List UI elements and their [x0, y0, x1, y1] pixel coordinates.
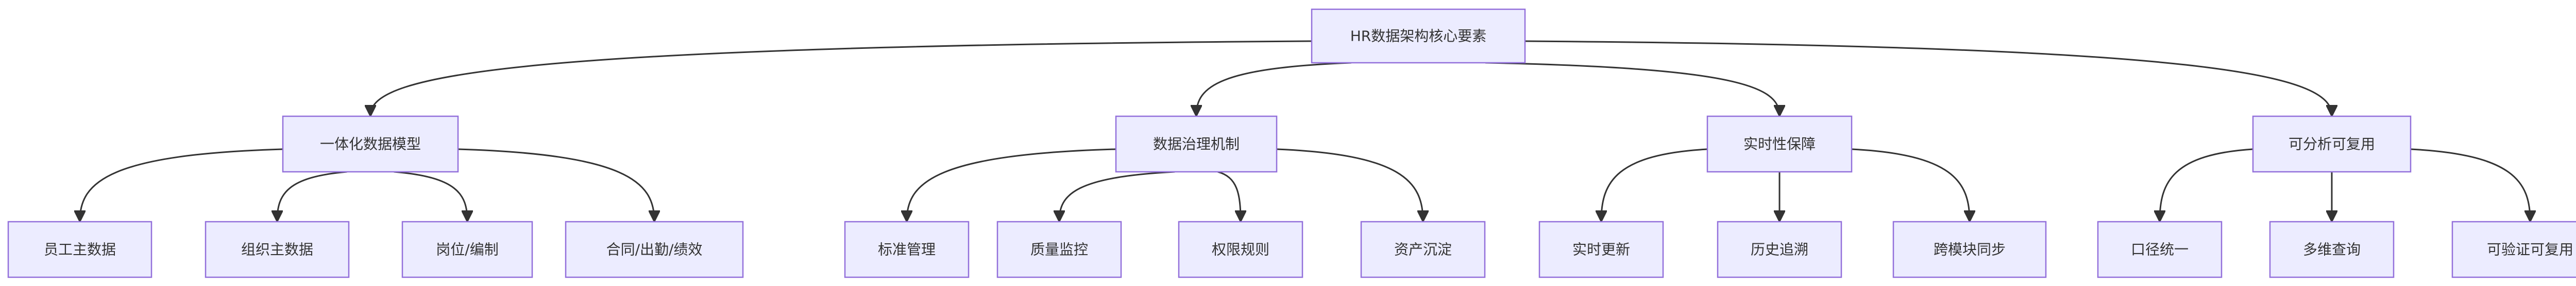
edges-layer — [80, 40, 2530, 221]
leaf-node-label: 合同/出勤/绩效 — [606, 241, 703, 258]
edge-b4-to-b4c1 — [2160, 148, 2253, 221]
leaf-node-label: 组织主数据 — [241, 241, 313, 258]
leaf-node-b3c1: 实时更新 — [1538, 221, 1664, 278]
leaf-node-b2c1: 标准管理 — [844, 221, 970, 278]
edge-b4-to-b4c3 — [2410, 148, 2530, 221]
leaf-node-b1c4: 合同/出勤/绩效 — [565, 221, 744, 278]
edge-b1-to-b1c3 — [394, 171, 467, 221]
leaf-node-b3c2: 历史追溯 — [1717, 221, 1842, 278]
branch-node-label: 可分析可复用 — [2289, 136, 2375, 153]
leaf-node-label: 标准管理 — [878, 241, 936, 258]
leaf-node-b1c1-box — [7, 221, 152, 278]
branch-node-b4: 可分析可复用 — [2252, 115, 2412, 173]
branch-node-label: 一体化数据模型 — [320, 136, 421, 153]
edge-b2-to-b2c3 — [1217, 171, 1241, 221]
edge-b3-to-b3c1 — [1601, 148, 1708, 221]
leaf-node-b2c3-box — [1178, 221, 1303, 278]
edge-b1-to-b1c4 — [457, 148, 654, 221]
edge-b2-to-b2c4 — [1276, 148, 1423, 221]
leaf-node-b4c2: 多维查询 — [2269, 221, 2395, 278]
leaf-node-label: 可验证可复用 — [2487, 241, 2573, 258]
edge-b2-to-b2c1 — [907, 148, 1116, 221]
branch-node-b4-box — [2252, 115, 2412, 173]
edge-root-to-b3 — [1485, 62, 1780, 115]
leaf-node-label: 跨模块同步 — [1934, 241, 2006, 258]
leaf-node-b4c1: 口径统一 — [2097, 221, 2223, 278]
edge-root-to-b4 — [1524, 40, 2332, 115]
leaf-node-b1c3: 岗位/编制 — [401, 221, 533, 278]
leaf-node-label: 权限规则 — [1212, 241, 1269, 258]
leaf-node-b1c2: 组织主数据 — [205, 221, 350, 278]
leaf-node-label: 质量监控 — [1030, 241, 1088, 258]
leaf-node-label: 口径统一 — [2131, 241, 2189, 258]
leaf-node-b3c3: 跨模块同步 — [1892, 221, 2047, 278]
leaf-node-b1c4-box — [565, 221, 744, 278]
leaf-node-label: 员工主数据 — [44, 241, 116, 258]
branch-node-b1-box — [282, 115, 459, 173]
branch-node-b2: 数据治理机制 — [1115, 115, 1278, 173]
leaf-node-b2c3: 权限规则 — [1178, 221, 1303, 278]
leaf-node-b4c2-box — [2269, 221, 2395, 278]
leaf-node-b1c2-box — [205, 221, 350, 278]
leaf-node-label: 资产沉淀 — [1394, 241, 1452, 258]
leaf-node-label: 实时更新 — [1572, 241, 1630, 258]
edge-b1-to-b1c2 — [277, 171, 347, 221]
leaf-node-b3c1-box — [1538, 221, 1664, 278]
leaf-node-b1c3-box — [401, 221, 533, 278]
leaf-node-b2c4-box — [1360, 221, 1486, 278]
leaf-node-b4c3: 可验证可复用 — [2451, 221, 2576, 278]
leaf-node-b4c3-box — [2451, 221, 2576, 278]
root-node-label: HR数据架构核心要素 — [1350, 28, 1487, 45]
edge-b2-to-b2c2 — [1059, 171, 1175, 221]
leaf-node-b2c2-box — [996, 221, 1122, 278]
branch-node-b2-box — [1115, 115, 1278, 173]
leaf-node-label: 多维查询 — [2303, 241, 2361, 258]
leaf-node-b2c1-box — [844, 221, 970, 278]
edge-b1-to-b1c1 — [80, 148, 283, 221]
root-node: HR数据架构核心要素 — [1311, 8, 1526, 64]
branch-node-label: 数据治理机制 — [1153, 136, 1240, 153]
root-node-box — [1311, 8, 1526, 64]
leaf-node-b3c2-box — [1717, 221, 1842, 278]
branch-node-b3: 实时性保障 — [1706, 115, 1853, 173]
edge-b3-to-b3c3 — [1851, 148, 1970, 221]
leaf-node-b4c1-box — [2097, 221, 2223, 278]
leaf-node-b2c4: 资产沉淀 — [1360, 221, 1486, 278]
leaf-node-label: 岗位/编制 — [436, 241, 498, 258]
edge-root-to-b2 — [1196, 62, 1352, 115]
branch-node-b3-box — [1706, 115, 1853, 173]
leaf-node-label: 历史追溯 — [1751, 241, 1808, 258]
leaf-node-b1c1: 员工主数据 — [7, 221, 152, 278]
branch-node-label: 实时性保障 — [1743, 136, 1816, 153]
leaf-node-b2c2: 质量监控 — [996, 221, 1122, 278]
branch-node-b1: 一体化数据模型 — [282, 115, 459, 173]
leaf-node-b3c3-box — [1892, 221, 2047, 278]
edge-root-to-b1 — [370, 40, 1312, 115]
